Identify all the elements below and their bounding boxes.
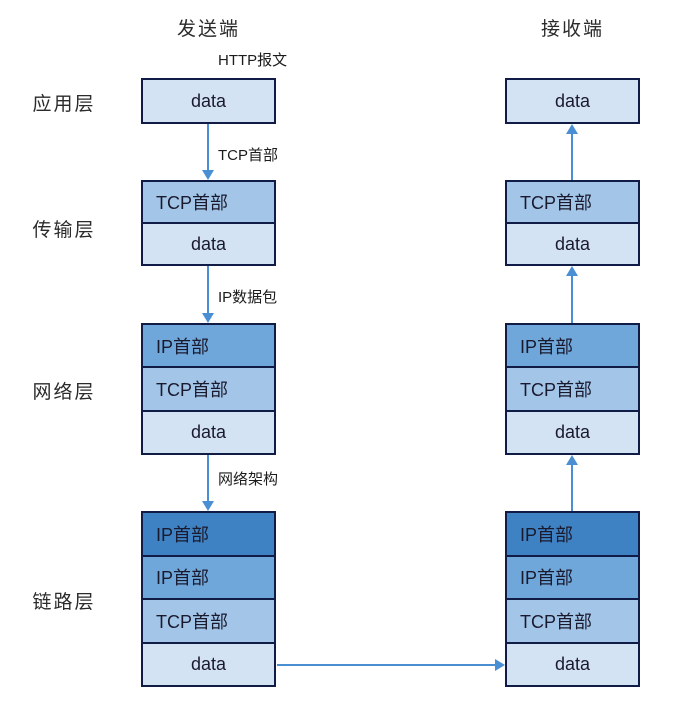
receiver-network-stack: IP首部 TCP首部 data: [505, 323, 640, 455]
sender-transport-stack: TCP首部 data: [141, 180, 276, 266]
layer-label-link: 链路层: [32, 592, 96, 613]
packet-row-ip-header: IP首部: [507, 554, 638, 598]
layer-label-transport: 传输层: [32, 220, 96, 241]
arrow-head: [202, 170, 214, 180]
receiver-arrow-transport-to-app-icon: [566, 124, 578, 180]
sender-title: 发送端: [176, 19, 240, 40]
arrow-shaft: [277, 664, 496, 666]
packet-row-ip-header-outer: IP首部: [507, 513, 638, 555]
layer-label-network: 网络层: [32, 382, 96, 403]
arrow-head: [495, 659, 505, 671]
packet-row-ip-header: IP首部: [143, 554, 274, 598]
packet-row-tcp-header: TCP首部: [143, 366, 274, 410]
arrow-shaft: [571, 133, 573, 180]
packet-row-data: data: [143, 80, 274, 122]
arrow-head: [566, 455, 578, 465]
sender-arrow-network-to-link-icon: [202, 455, 214, 511]
annotation-ip-packet: IP数据包: [218, 289, 278, 306]
packet-row-tcp-header: TCP首部: [507, 366, 638, 410]
receiver-title: 接收端: [540, 19, 604, 40]
annotation-http-message: HTTP报文: [218, 52, 288, 69]
transmission-arrow-icon: [277, 659, 505, 671]
receiver-application-stack: data: [505, 78, 640, 124]
receiver-arrow-link-to-network-icon: [566, 455, 578, 511]
arrow-head: [566, 124, 578, 134]
packet-row-ip-header: IP首部: [507, 325, 638, 367]
arrow-shaft: [207, 266, 209, 314]
packet-row-data: data: [507, 409, 638, 453]
arrow-shaft: [207, 124, 209, 171]
receiver-transport-stack: TCP首部 data: [505, 180, 640, 266]
arrow-head: [566, 266, 578, 276]
sender-link-stack: IP首部 IP首部 TCP首部 data: [141, 511, 276, 687]
packet-row-tcp-header: TCP首部: [507, 182, 638, 222]
packet-row-data: data: [143, 222, 274, 264]
packet-row-data: data: [507, 80, 638, 122]
packet-row-data: data: [507, 222, 638, 264]
packet-row-tcp-header: TCP首部: [143, 182, 274, 222]
packet-row-ip-header: IP首部: [143, 325, 274, 367]
arrow-head: [202, 313, 214, 323]
packet-row-tcp-header: TCP首部: [507, 598, 638, 642]
arrow-shaft: [571, 464, 573, 511]
receiver-arrow-network-to-transport-icon: [566, 266, 578, 323]
arrow-shaft: [571, 275, 573, 323]
packet-row-tcp-header: TCP首部: [143, 598, 274, 642]
sender-arrow-app-to-transport-icon: [202, 124, 214, 180]
arrow-shaft: [207, 455, 209, 502]
annotation-network-arch: 网络架构: [218, 471, 279, 488]
receiver-link-stack: IP首部 IP首部 TCP首部 data: [505, 511, 640, 687]
sender-application-stack: data: [141, 78, 276, 124]
packet-row-data: data: [143, 641, 274, 685]
sender-network-stack: IP首部 TCP首部 data: [141, 323, 276, 455]
packet-row-data: data: [507, 641, 638, 685]
packet-row-ip-header-outer: IP首部: [143, 513, 274, 555]
arrow-head: [202, 501, 214, 511]
sender-arrow-transport-to-network-icon: [202, 266, 214, 323]
packet-row-data: data: [143, 409, 274, 453]
layer-label-application: 应用层: [32, 94, 96, 115]
annotation-tcp-header: TCP首部: [218, 147, 279, 164]
